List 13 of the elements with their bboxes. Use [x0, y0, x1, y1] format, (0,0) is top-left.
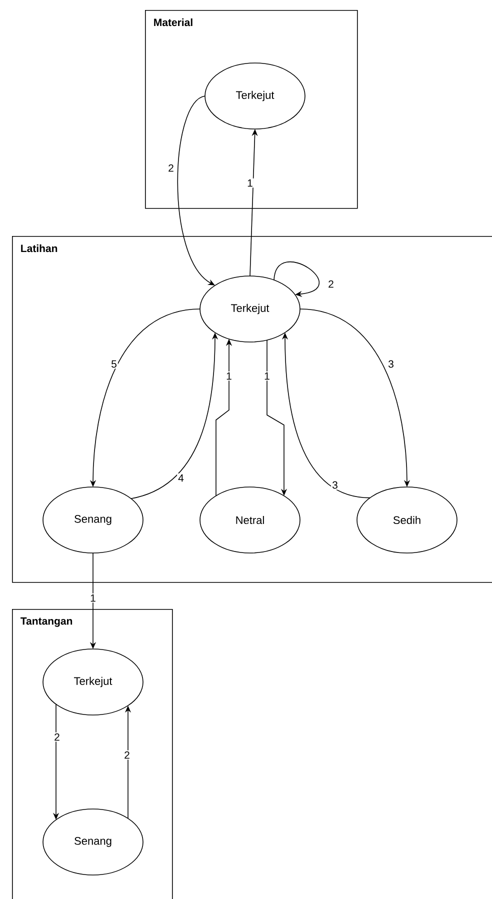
- edge-label: 1: [246, 178, 254, 188]
- arrow: [274, 262, 320, 297]
- edge-label: 4: [177, 473, 185, 483]
- edge-label: 2: [53, 732, 61, 742]
- edge-label: 5: [110, 359, 118, 369]
- edge-label: 2: [167, 163, 175, 173]
- edge-label: 1: [263, 371, 271, 381]
- edge-label: 2: [327, 279, 335, 289]
- edge-label: 1: [89, 593, 97, 603]
- edge-label: 2: [123, 750, 131, 760]
- edge-label: 1: [225, 371, 233, 381]
- edge-label: 3: [387, 359, 395, 369]
- edge-label: 3: [331, 480, 339, 490]
